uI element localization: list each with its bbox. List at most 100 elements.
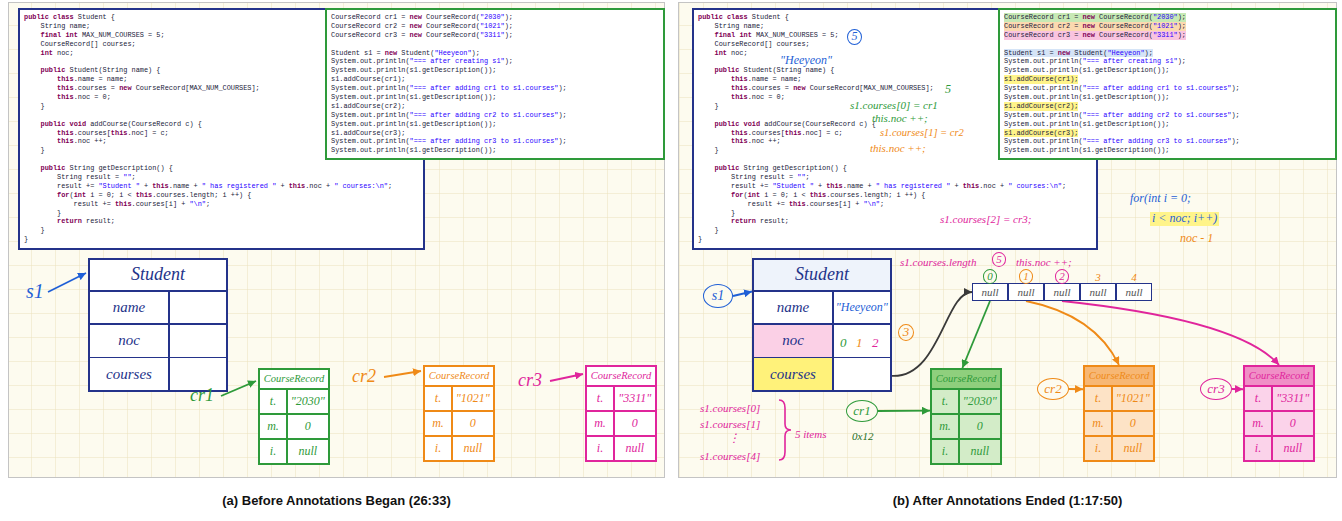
field-value: 0 [305,420,311,433]
label-anchor: 5 [847,26,862,45]
table-cell: noc [754,325,832,357]
annotation: 2 [872,336,879,351]
annotation: s1.courses.length [900,256,976,269]
table-cell: Student [90,260,226,290]
code-line: System.out.println("=== after adding cr1… [331,84,567,93]
code-line: } [24,235,28,244]
object-table: CourseRecordt."1021"m.0i.null [423,365,495,462]
array-cell: null [1080,283,1116,301]
annotation: s1 [26,280,44,303]
table-cell: null [615,437,656,461]
table-cell: 0 [453,412,494,436]
code-line: } [24,102,45,111]
code-line: System.out.println(s1.getDescription()); [331,93,496,102]
code-line: String name; [24,22,90,31]
table-cell: t. [587,387,613,411]
annotation: ⋮ [728,432,740,446]
code-line: result += this.courses[i] + "\n"; [24,200,210,209]
table-cell: CourseRecord [425,367,493,385]
table-cell: courses [754,358,832,390]
table-cell: CourseRecord [587,367,655,385]
field-name: i. [942,445,948,458]
table-cell: t. [260,390,286,414]
code-line: System.out.println(s1.getDescription()); [1004,146,1169,155]
annotation: "Heeyeon" [780,54,832,68]
label-anchor: s1.courses[4] [700,446,760,464]
annotation: s1.courses[0] = cr1 [850,99,938,112]
field-value: 0 [632,417,638,430]
label-anchor: s1.courses.length [900,252,976,270]
table-cell: CourseRecord [932,370,1000,388]
label-anchor: s1.courses[2] = cr3; [940,209,1031,227]
table-cell: 0 [288,415,329,439]
code-line: s1.addCourse(cr3); [1004,129,1078,138]
annotation: cr3 [518,370,542,391]
label-anchor: 5 [992,249,1006,267]
field-name: m. [1252,417,1264,430]
array-value: null [1017,286,1034,298]
code-line: int noc; [698,49,748,58]
label-anchor: "Heeyeon" [780,50,832,68]
code-line: final int MAX_NUM_COURSES = 5; [698,31,839,40]
object-table: CourseRecordt."3311"m.0i.null [1243,365,1315,462]
code-line: result += "Student " + this.name + " has… [24,182,392,191]
field-name: t. [1095,392,1101,405]
code-line: System.out.println("=== after adding cr2… [331,111,567,120]
code-line: this.noc = 0; [698,93,785,102]
field-name: i. [270,445,276,458]
field-value: null [1123,442,1142,455]
field-value: "2030" [291,395,325,408]
code-line: return result; [24,217,115,226]
annotation: s1.courses[1] [700,418,760,431]
code-line: } [698,146,719,155]
field-value: null [1283,442,1302,455]
label-anchor: this.noc ++; [870,138,926,156]
label-anchor: s1.courses[1] = cr2 [880,122,964,140]
reference-arrow [1069,388,1083,390]
code-line: Student s1 = new Student("Heeyeon"); [1004,49,1153,58]
annotation: 5 [992,252,1006,267]
variable-circle: cr1 [846,400,878,422]
field-value: "Heeyeon" [836,301,888,314]
code-line: for(int i = 0; i < this.courses.length; … [24,191,251,200]
label-anchor: s1.courses[0] = cr1 [850,95,938,113]
variable-circle: s1 [703,284,733,308]
annotation: cr2 [352,366,376,387]
label-anchor: 3 [1098,267,1104,285]
variable-name: cr2 [1044,381,1061,397]
annotation: 3 [898,324,914,341]
code-line: this.courses[this.noc] = c; [24,129,169,138]
code-line: public Student(String name) { [24,66,160,75]
field-value: null [625,442,644,455]
table-cell: CourseRecord [260,370,328,388]
label-anchor: s1.courses[0] [700,398,760,416]
table-cell: t. [425,387,451,411]
code-box: CourseRecord cr1 = new CourseRecord("203… [325,8,665,160]
code-line: int noc; [24,49,74,58]
table-cell: i. [425,437,451,461]
code-line: Student s1 = new Student("Heeyeon"); [331,49,480,58]
field-name: i. [1255,442,1261,455]
field-name: t. [597,392,603,405]
field-value: null [970,445,989,458]
field-value: "1021" [456,392,490,405]
label-anchor: ⋮ [728,428,740,446]
index-number: 2 [1055,269,1069,284]
code-line: System.out.println("=== after adding cr2… [1004,111,1240,120]
field-name: t. [1255,392,1261,405]
code-line: s1.addCourse(cr2); [331,102,405,111]
code-line: } [24,226,45,235]
table-cell: null [1273,437,1314,461]
code-line: s1.addCourse(cr2); [1004,102,1078,111]
annotation: noc - 1 [1180,232,1213,246]
field-value: null [463,442,482,455]
code-line: result += this.courses[i] + "\n"; [698,200,884,209]
array-cell: null [972,283,1008,301]
code-line: this.courses = new CourseRecord[MAX_NUM_… [698,84,934,93]
field-name: name [777,299,810,316]
code-line: public void addCourse(CourseRecord c) { [24,120,202,129]
code-line: System.out.println("=== after creating s… [331,57,513,66]
code-line: public class Student { [24,13,115,22]
table-cell: CourseRecord [1085,367,1153,385]
